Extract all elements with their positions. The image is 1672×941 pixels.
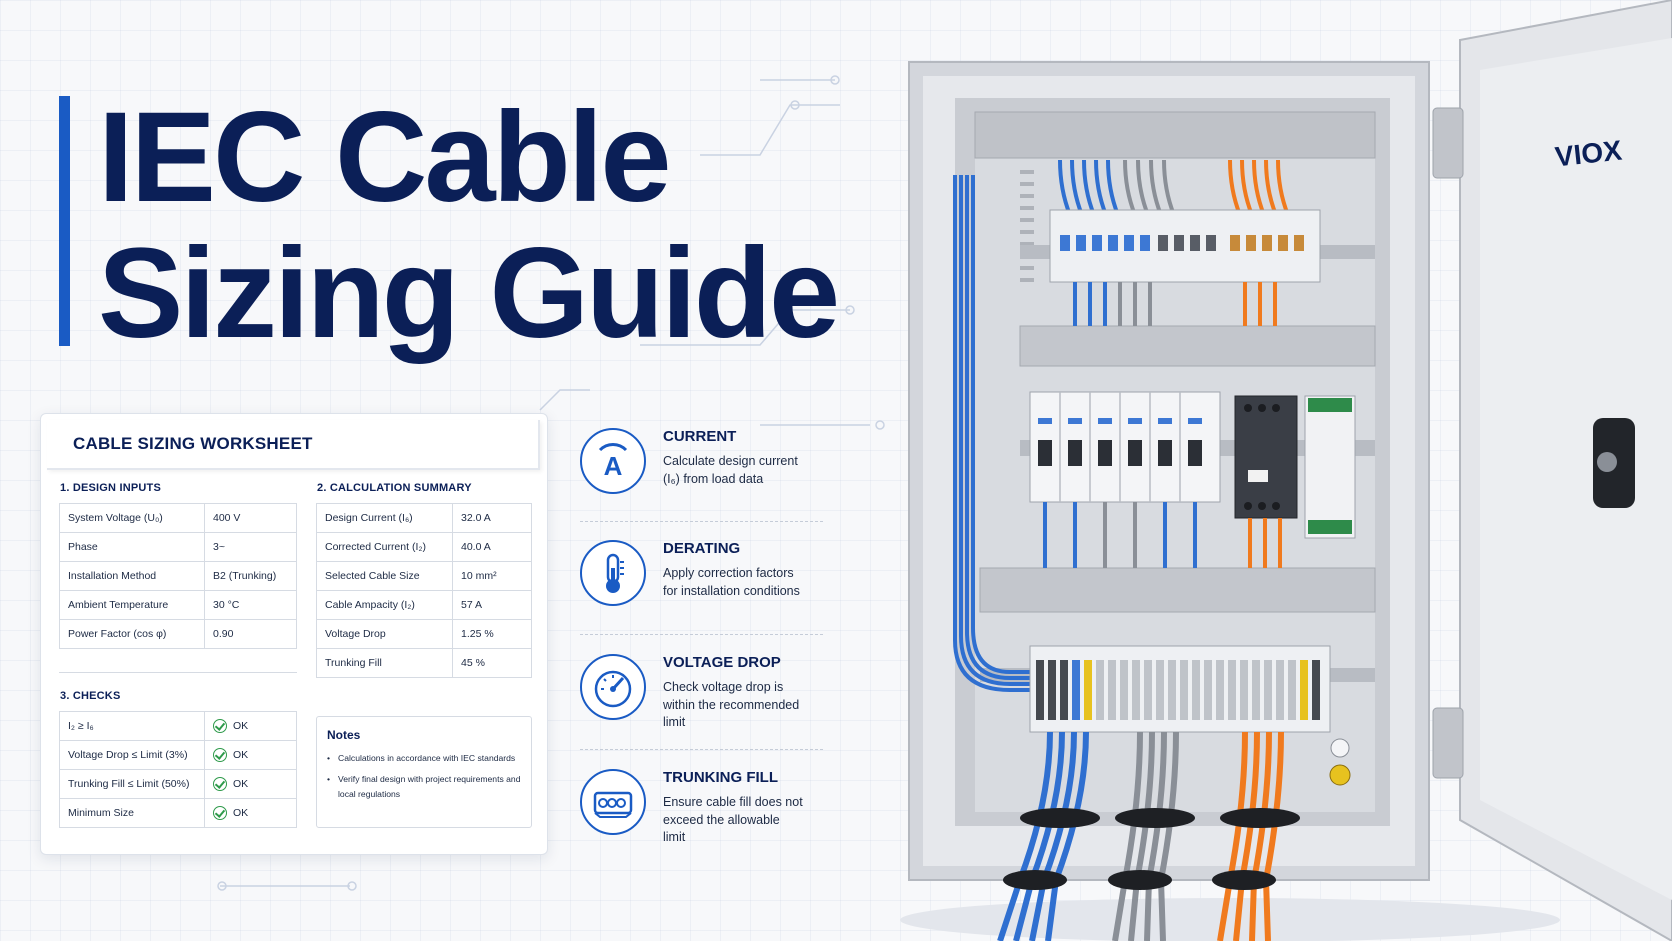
table-cell-label: I₂ ≥ I₆	[59, 711, 205, 741]
table-cell-status: OK	[204, 740, 297, 770]
table-cell-value: 57 A	[452, 590, 532, 620]
checks-heading: 3. CHECKS	[60, 690, 121, 702]
table-cell-label: Phase	[59, 532, 205, 562]
table-cell-label: Voltage Drop ≤ Limit (3%)	[59, 740, 205, 770]
step-title: TRUNKING FILL	[663, 769, 778, 786]
table-cell-label: Design Current (I₆)	[316, 503, 453, 533]
section-divider	[59, 672, 297, 673]
step-description: Calculate design current (I₆) from load …	[663, 454, 798, 486]
table-cell-status: OK	[204, 769, 297, 799]
notes-box: Notes Calculations in accordance with IE…	[316, 716, 532, 828]
table-row: Voltage Drop ≤ Limit (3%) OK	[59, 740, 297, 770]
step-description: Check voltage drop is within the recomme…	[663, 680, 800, 729]
table-row: I₂ ≥ I₆ OK	[59, 711, 297, 741]
design-inputs-heading: 1. DESIGN INPUTS	[60, 482, 161, 494]
table-cell-label: Cable Ampacity (I₂)	[316, 590, 453, 620]
table-cell-value: B2 (Trunking)	[204, 561, 297, 591]
table-cell-label: Voltage Drop	[316, 619, 453, 649]
title-line-1: IEC Cable	[98, 86, 672, 229]
notes-list: Calculations in accordance with IEC stan…	[327, 751, 527, 808]
check-status: OK	[233, 748, 249, 761]
table-row: System Voltage (U₀)400 V	[59, 503, 297, 533]
step-derating: DERATING Apply correction factors for in…	[580, 540, 830, 640]
check-status: OK	[233, 806, 249, 819]
table-row: Cable Ampacity (I₂)57 A	[316, 590, 532, 620]
cable-tray-icon	[580, 769, 646, 835]
table-row: Design Current (I₆)32.0 A	[316, 503, 532, 533]
list-item: Calculations in accordance with IEC stan…	[327, 751, 527, 766]
step-trunking-fill: TRUNKING FILL Ensure cable fill does not…	[580, 769, 830, 869]
table-cell-label: Selected Cable Size	[316, 561, 453, 591]
step-divider	[580, 749, 823, 750]
table-cell-label: Ambient Temperature	[59, 590, 205, 620]
table-row: Trunking Fill ≤ Limit (50%) OK	[59, 769, 297, 799]
table-cell-label: Minimum Size	[59, 798, 205, 828]
gauge-icon	[580, 654, 646, 720]
worksheet-header	[47, 420, 540, 470]
svg-text:A: A	[604, 451, 623, 481]
step-description: Apply correction factors for installatio…	[663, 566, 800, 598]
table-cell-value: 400 V	[204, 503, 297, 533]
check-circle-icon	[213, 748, 227, 762]
list-item: Verify final design with project require…	[327, 772, 527, 802]
table-row: Minimum Size OK	[59, 798, 297, 828]
check-circle-icon	[213, 777, 227, 791]
check-status: OK	[233, 777, 249, 790]
table-cell-label: Power Factor (cos φ)	[59, 619, 205, 649]
table-cell-label: Corrected Current (I₂)	[316, 532, 453, 562]
table-cell-value: 10 mm²	[452, 561, 532, 591]
table-row: Power Factor (cos φ)0.90	[59, 619, 297, 649]
step-description: Ensure cable fill does not exceed the al…	[663, 795, 803, 844]
thermometer-icon	[580, 540, 646, 606]
table-cell-value: 0.90	[204, 619, 297, 649]
table-row: Corrected Current (I₂)40.0 A	[316, 532, 532, 562]
table-cell-value: 3~	[204, 532, 297, 562]
table-cell-value: 40.0 A	[452, 532, 532, 562]
table-cell-value: 45 %	[452, 648, 532, 678]
electrical-cabinet-illustration: VIOX	[900, 0, 1672, 941]
table-cell-value: 30 °C	[204, 590, 297, 620]
calculation-summary-heading: 2. CALCULATION SUMMARY	[317, 482, 472, 494]
calculation-summary-table: Design Current (I₆)32.0 A Corrected Curr…	[316, 503, 532, 678]
step-voltage-drop: VOLTAGE DROP Check voltage drop is withi…	[580, 654, 830, 754]
step-divider	[580, 521, 823, 522]
table-cell-label: Installation Method	[59, 561, 205, 591]
step-title: DERATING	[663, 540, 741, 557]
title-accent-bar	[59, 96, 70, 346]
step-title: VOLTAGE DROP	[663, 654, 781, 671]
table-cell-status: OK	[204, 711, 297, 741]
table-cell-label: System Voltage (U₀)	[59, 503, 205, 533]
worksheet-title: CABLE SIZING WORKSHEET	[73, 434, 313, 453]
step-divider	[580, 634, 823, 635]
table-cell-label: Trunking Fill	[316, 648, 453, 678]
step-title: CURRENT	[663, 428, 737, 445]
title-line-2: Sizing Guide	[98, 222, 840, 365]
step-current: A CURRENT Calculate design current (I₆) …	[580, 428, 830, 528]
check-status: OK	[233, 719, 249, 732]
ampere-icon: A	[580, 428, 646, 494]
checks-table: I₂ ≥ I₆ OK Voltage Drop ≤ Limit (3%) OK Tr…	[59, 711, 297, 828]
table-cell-value: 32.0 A	[452, 503, 532, 533]
check-circle-icon	[213, 806, 227, 820]
check-circle-icon	[213, 719, 227, 733]
table-cell-value: 1.25 %	[452, 619, 532, 649]
page-title: IEC Cable Sizing Guide	[98, 90, 898, 362]
table-cell-status: OK	[204, 798, 297, 828]
table-cell-label: Trunking Fill ≤ Limit (50%)	[59, 769, 205, 799]
notes-title: Notes	[327, 728, 361, 742]
